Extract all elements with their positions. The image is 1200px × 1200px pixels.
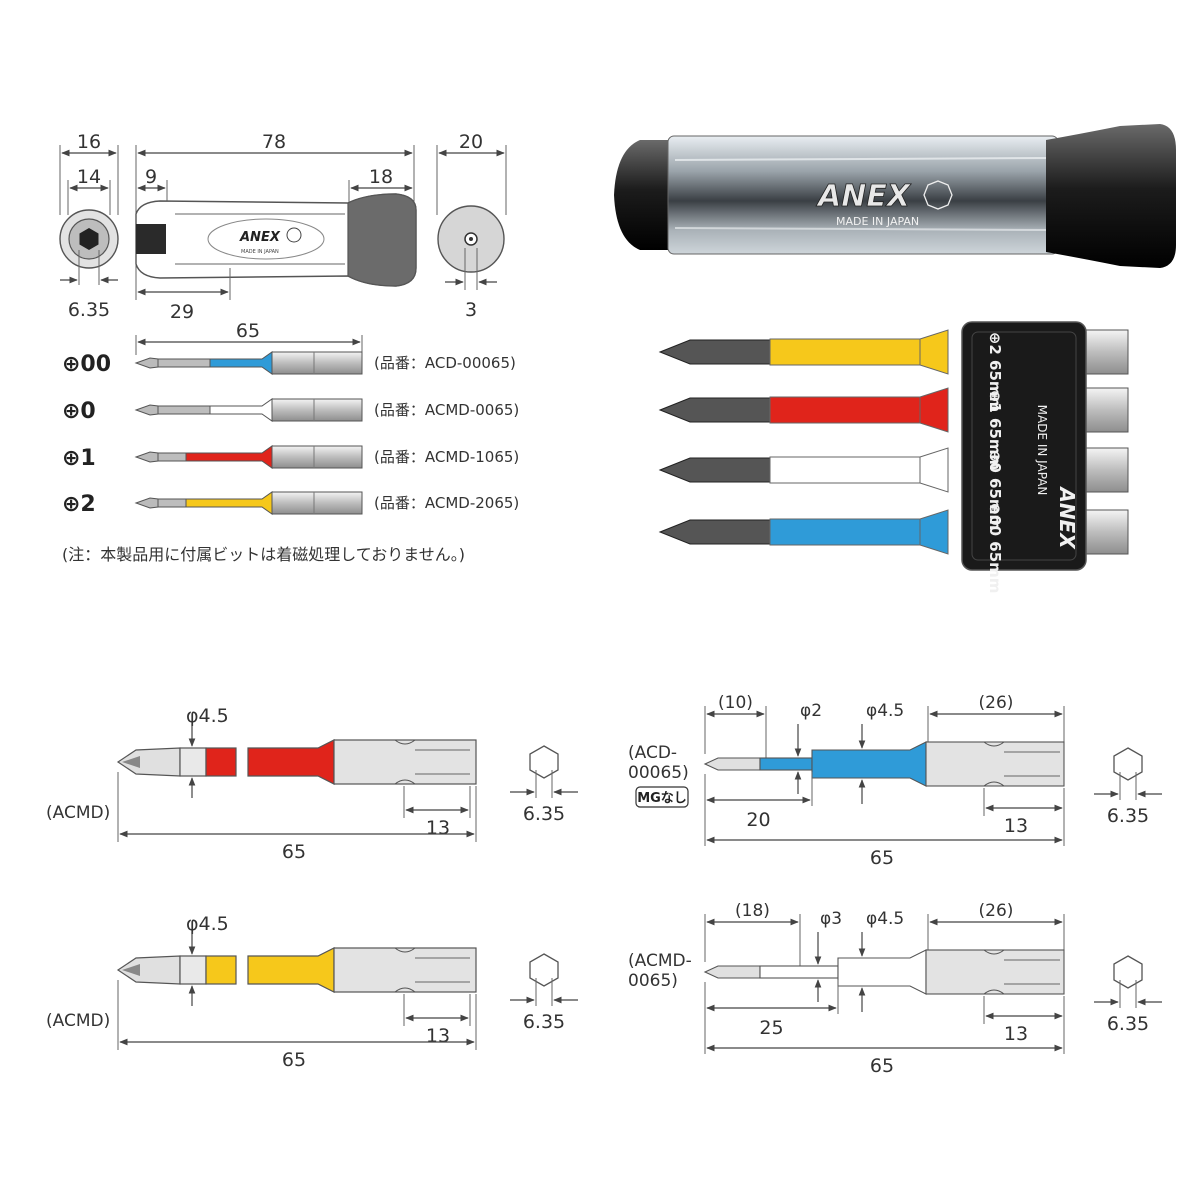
dim-diameter: φ4.5 — [186, 705, 229, 727]
bit-size-label: ⊕00 — [62, 352, 111, 377]
bit-size-label: ⊕2 — [62, 492, 96, 517]
dim-tip-len: (18) — [735, 901, 770, 921]
bit-color-band — [185, 445, 273, 469]
dim-hex-len: 13 — [1004, 815, 1028, 837]
bit-row: ⊕0 (品番：ACMD-0065) — [62, 398, 519, 424]
bit-color-band — [759, 757, 813, 771]
dim-front-band: 9 — [145, 166, 157, 188]
handle-side-view: 78 9 18 ANEX MADE IN JAPAN 29 — [135, 131, 417, 323]
dim-hex: 6.35 — [1107, 1013, 1149, 1035]
photo-made-in: MADE IN JAPAN — [836, 215, 919, 228]
dim-end-len: (26) — [979, 693, 1014, 713]
dim-hex: 6.35 — [523, 1011, 565, 1033]
dim-hex-len: 29 — [170, 301, 194, 323]
bit-row: ⊕1 (品番：ACMD-1065) — [62, 445, 519, 471]
hex-end-view — [1113, 747, 1143, 781]
handle-brand: ANEX — [239, 230, 281, 245]
dim-front-outer: 16 — [77, 131, 101, 153]
dim-total: 65 — [870, 847, 894, 869]
bit-type-label: (ACD- — [628, 743, 677, 763]
photo-bit-holder: ⊕2 65mm⊕1 65mm⊕0 65mm⊕00 65mm MADE IN JA… — [961, 321, 1087, 594]
bit-color-band — [209, 351, 273, 375]
photo-bit — [658, 509, 1129, 555]
detail-drawings: φ4.5 (ACMD) 13 65 6.35 (10) φ2 φ4.5 (26) (ACD-000… — [46, 693, 1162, 1077]
mg-badge — [635, 786, 689, 808]
handle-front-view: 16 14 6.35 — [59, 131, 119, 321]
holder-size-label: ⊕2 65mm — [986, 332, 1004, 412]
bit-color-band — [837, 949, 927, 995]
dim-total: 65 — [870, 1055, 894, 1077]
holder-brand: ANEX — [1055, 485, 1079, 550]
handle-made-in: MADE IN JAPAN — [241, 249, 279, 255]
photo-bit — [658, 387, 1129, 433]
dim-big-dia: φ4.5 — [866, 701, 904, 721]
bit-detail-acmd: φ4.5 (ACMD) 13 65 6.35 — [46, 913, 578, 1071]
dim-end-len: (26) — [979, 901, 1014, 921]
dim-small-dia: φ3 — [820, 909, 842, 929]
bit-row: ⊕00 (品番：ACD-00065) — [62, 351, 516, 377]
bit-detail-acmd: φ4.5 (ACMD) 13 65 6.35 — [46, 705, 578, 863]
bits-list: 65 ⊕00 (品番：ACD-00065) ⊕0 (品番：ACMD-0065) ⊕1 (品… — [62, 320, 519, 564]
bit-color-band — [205, 955, 237, 985]
dim-total: 65 — [282, 841, 306, 863]
dim-small-dia: φ2 — [800, 701, 822, 721]
bit-type-label-2: 0065) — [628, 971, 678, 991]
dim-grip: 18 — [369, 166, 393, 188]
holder-made-in: MADE IN JAPAN — [1035, 405, 1049, 496]
dim-hex: 6.35 — [1107, 805, 1149, 827]
bit-color-band — [205, 747, 237, 777]
dim-small-len: 25 — [759, 1017, 783, 1039]
handle-rear-view: 20 3 — [436, 131, 507, 321]
dim-front-inner: 14 — [77, 166, 101, 188]
photo-bit — [658, 329, 1129, 375]
bit-row: ⊕2 (品番：ACMD-2065) — [62, 491, 519, 517]
hex-end-view — [529, 745, 559, 779]
dim-hex-len: 13 — [1004, 1023, 1028, 1045]
handle-drawing: 16 14 6.35 78 9 18 — [59, 131, 507, 323]
dim-small-len: 20 — [746, 809, 770, 831]
dim-total: 65 — [282, 1049, 306, 1071]
bit-code: (品番：ACMD-2065) — [374, 494, 519, 512]
dim-hex-len: 13 — [426, 817, 450, 839]
bit-code: (品番：ACMD-0065) — [374, 401, 519, 419]
note-text: (注：本製品用に付属ビットは着磁処理しておりません。) — [62, 545, 465, 564]
bit-type-label: (ACMD) — [46, 803, 110, 823]
mg-badge-text: MGなし — [637, 791, 687, 806]
bit-type-label: (ACMD- — [628, 951, 692, 971]
holder-size-label: ⊕1 65mm — [986, 390, 1004, 470]
dim-diameter: φ4.5 — [186, 913, 229, 935]
hex-end-view — [529, 953, 559, 987]
product-photo: ANEX MADE IN JAPAN ⊕2 65mm⊕1 65mm⊕0 65mm… — [614, 124, 1176, 593]
bit-type-label: (ACMD) — [46, 1011, 110, 1031]
photo-handle: ANEX MADE IN JAPAN — [614, 124, 1176, 268]
dim-end-dia: 20 — [459, 131, 483, 153]
bit-size-label: ⊕0 — [62, 399, 96, 424]
hex-end-view — [1113, 955, 1143, 989]
dim-hex: 6.35 — [523, 803, 565, 825]
bit-code: (品番：ACD-00065) — [374, 354, 516, 372]
photo-bit — [658, 447, 1129, 493]
photo-brand: ANEX — [816, 179, 912, 214]
dim-hex: 6.35 — [68, 299, 110, 321]
holder-size-label: ⊕00 65mm — [986, 503, 1004, 594]
bit-detail-acd: (10) φ2 φ4.5 (26) (ACD-00065) MGなし 20 13 65 6.35 — [628, 693, 1162, 869]
holder-size-label: ⊕0 65mm — [986, 450, 1004, 530]
bit-color-band — [209, 398, 273, 422]
bit-color-band — [185, 491, 273, 515]
bit-detail-acmd-0065: (18) φ3 φ4.5 (26) (ACMD-0065) 25 13 65 6.35 — [628, 901, 1162, 1077]
dim-hex-len: 13 — [426, 1025, 450, 1047]
dim-length: 78 — [262, 131, 286, 153]
bit-code: (品番：ACMD-1065) — [374, 448, 519, 466]
bit-type-label-2: 00065) — [628, 763, 689, 783]
dim-big-dia: φ4.5 — [866, 909, 904, 929]
dim-bit-length: 65 — [236, 320, 260, 342]
bit-size-label: ⊕1 — [62, 446, 96, 471]
dim-tip: 3 — [465, 299, 477, 321]
dim-tip-len: (10) — [718, 693, 753, 713]
